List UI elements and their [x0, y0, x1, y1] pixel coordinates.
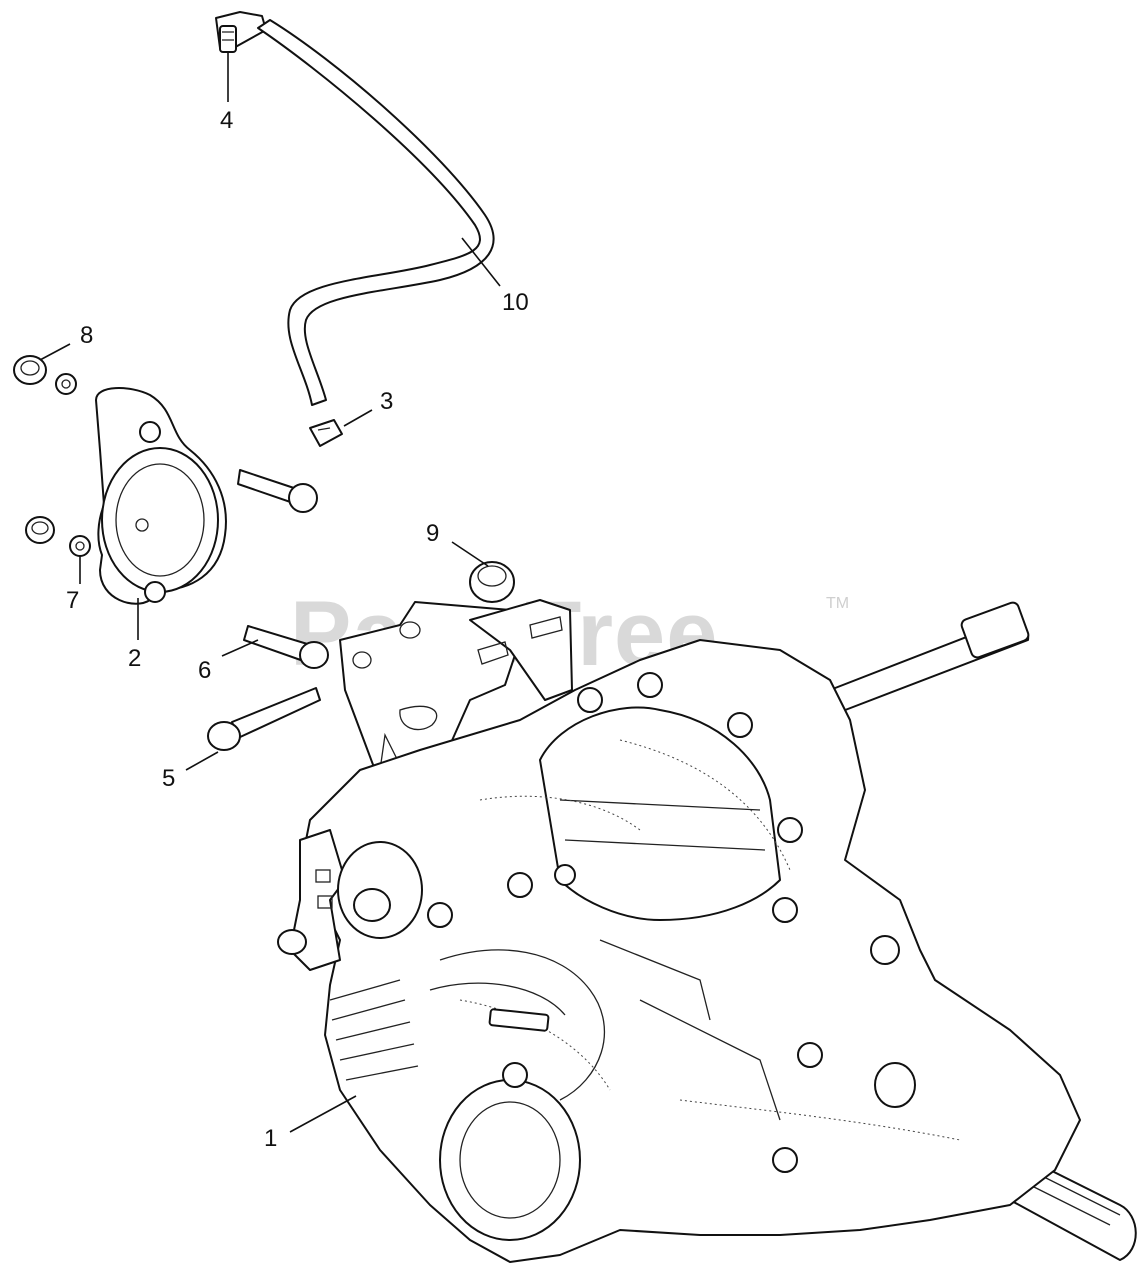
part-8-nut[interactable]: [13, 355, 47, 385]
callout-2: 2: [128, 645, 141, 672]
part-10-vent-hose[interactable]: [257, 19, 495, 406]
callout-4: 4: [220, 107, 233, 134]
callout-3: 3: [380, 388, 393, 415]
callout-7: 7: [66, 587, 79, 614]
leader-6: [221, 639, 259, 657]
part-5-bolt[interactable]: [207, 687, 321, 751]
callout-9: 9: [426, 520, 439, 547]
leader-9: [451, 541, 489, 567]
leader-1: [289, 1095, 357, 1133]
part-2-sensor-housing[interactable]: [95, 387, 227, 605]
part-4-connector[interactable]: [215, 11, 267, 53]
watermark-trademark: TM: [826, 595, 849, 612]
sensor-bolt[interactable]: [237, 469, 318, 513]
part-6-bolt[interactable]: [243, 625, 329, 669]
leader-5: [185, 751, 219, 771]
callout-labels: 4 10 3 8 7 2 9 6 5 1: [66, 107, 529, 1152]
leader-3: [343, 409, 373, 427]
callout-1: 1: [264, 1125, 277, 1152]
part-8-washer[interactable]: [55, 373, 77, 395]
callout-10: 10: [502, 289, 529, 316]
part-7-nut[interactable]: [25, 516, 55, 544]
leader-lines: [39, 52, 501, 1133]
mounting-bracket[interactable]: [339, 599, 573, 791]
leader-10: [461, 237, 501, 287]
part-1-transaxle[interactable]: [277, 601, 1137, 1263]
leader-8: [39, 343, 71, 361]
callout-8: 8: [80, 322, 93, 349]
part-7-washer[interactable]: [69, 535, 91, 557]
part-3-hose-clamp[interactable]: [309, 419, 343, 447]
part-9-nut[interactable]: [469, 561, 515, 603]
callout-5: 5: [162, 765, 175, 792]
callout-6: 6: [198, 657, 211, 684]
